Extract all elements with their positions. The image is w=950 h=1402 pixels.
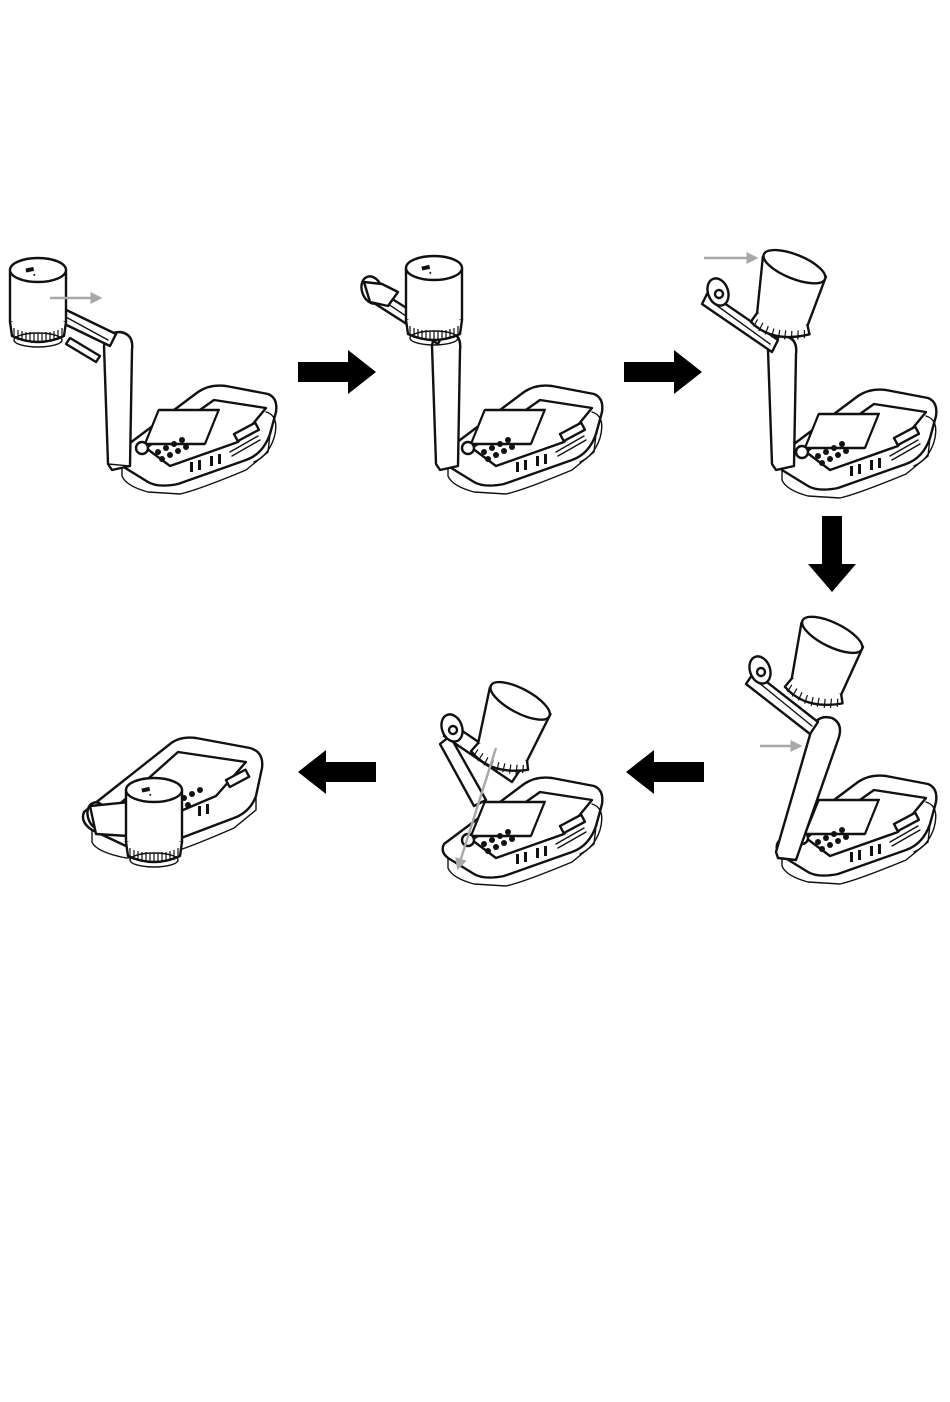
step-6-folded-unit <box>0 738 262 867</box>
step-4-arm-tilting <box>746 609 937 884</box>
flow-arrow-left-1 <box>626 750 704 794</box>
flow-arrow-down <box>808 516 856 592</box>
step-5-arm-folding <box>438 674 603 886</box>
step-3-tilted-camera <box>702 242 936 498</box>
flow-arrow-right-2 <box>624 350 702 394</box>
step-1-upright-camera <box>10 258 276 494</box>
flow-arrow-right-1 <box>298 350 376 394</box>
step-2-rotated-camera <box>358 256 603 494</box>
flow-arrow-left-2 <box>298 750 376 794</box>
